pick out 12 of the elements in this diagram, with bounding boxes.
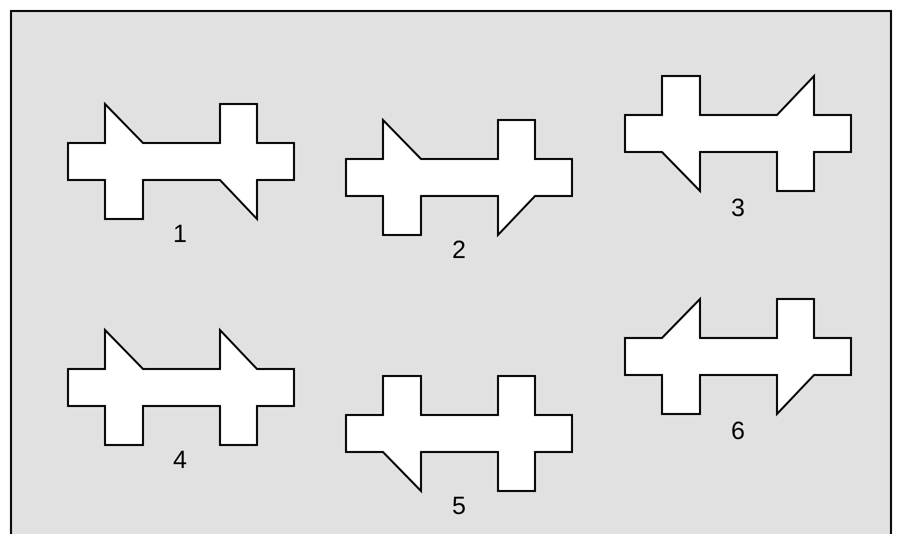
cross-shape-outline bbox=[67, 102, 295, 222]
figure-number: 3 bbox=[731, 196, 745, 221]
cross-shape-outline bbox=[345, 118, 573, 238]
figure-number: 2 bbox=[452, 238, 466, 263]
figure-number: 1 bbox=[173, 222, 187, 247]
cross-shape-outline bbox=[624, 296, 852, 416]
cross-shape-outline bbox=[345, 375, 573, 494]
cross-shape-outline bbox=[67, 328, 295, 446]
figure-number: 4 bbox=[173, 448, 187, 473]
figure-number: 6 bbox=[731, 419, 745, 444]
figure-number: 5 bbox=[452, 494, 466, 519]
cross-shape-outline bbox=[624, 74, 852, 194]
